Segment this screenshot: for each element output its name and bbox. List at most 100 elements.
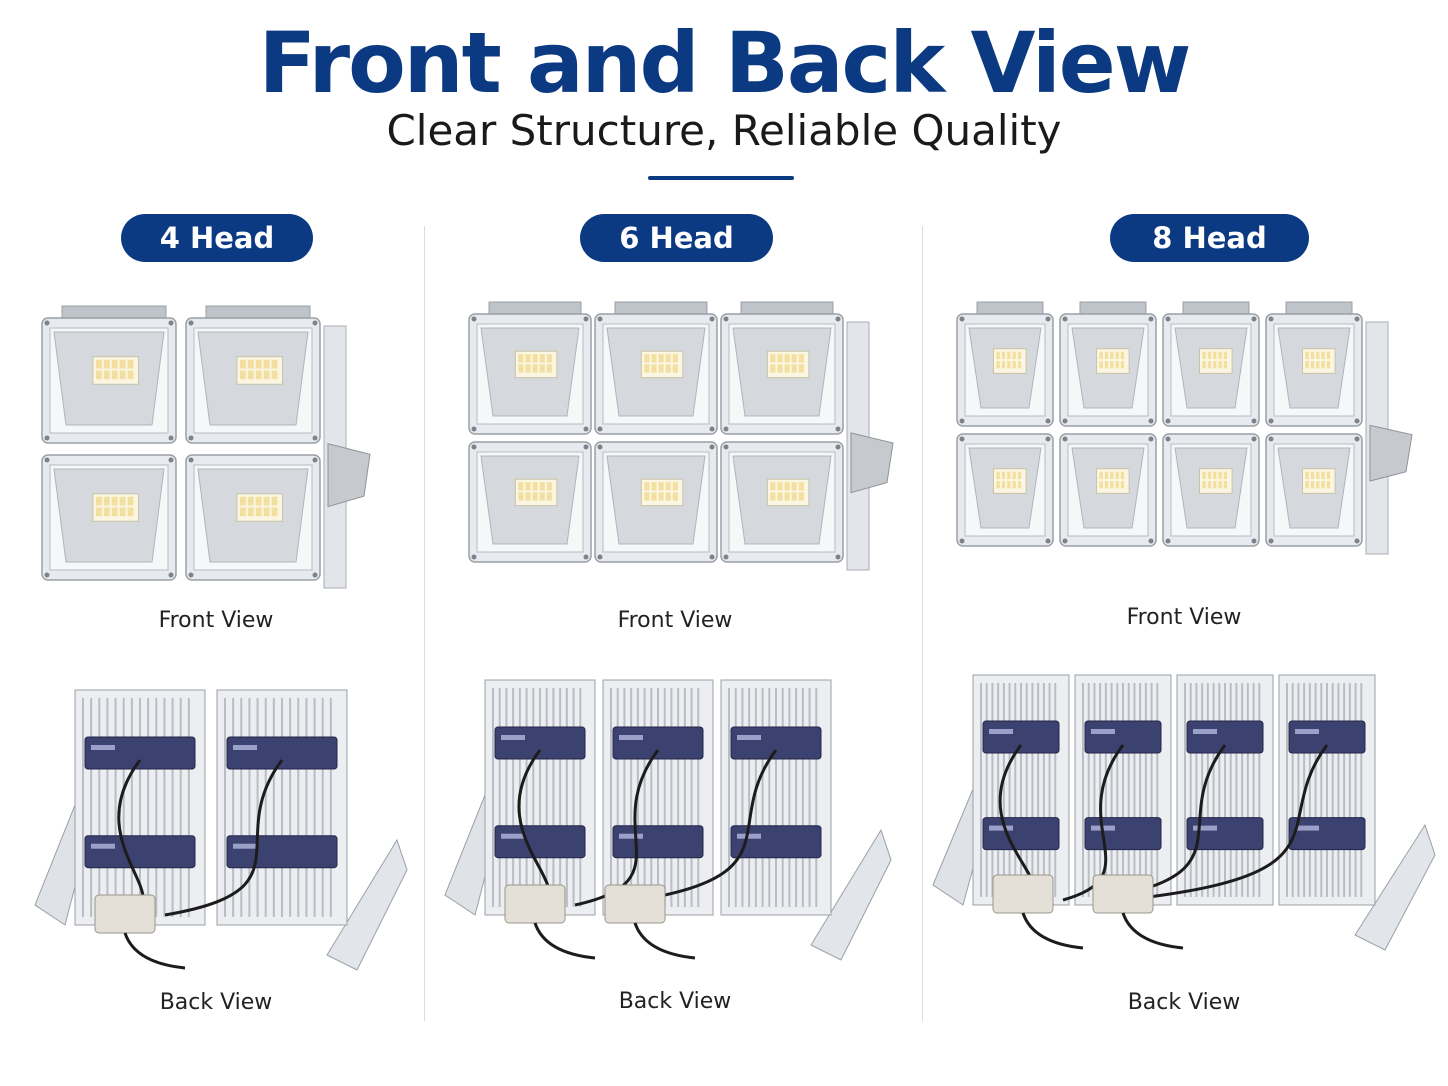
supply-cable (1021, 912, 1084, 950)
led-chip (532, 482, 538, 491)
supply-cable (633, 922, 696, 960)
screw (1148, 418, 1154, 424)
junction-box (1092, 874, 1154, 914)
driver-label (619, 833, 643, 839)
driver-label (1193, 825, 1217, 831)
screw (1148, 538, 1154, 544)
screw (1165, 418, 1171, 424)
led-driver-box (226, 835, 338, 869)
led-chip (784, 354, 790, 363)
head-count-badge: 4 Head (121, 214, 313, 262)
screw (44, 457, 50, 463)
junction-box (504, 884, 566, 924)
led-chip (665, 482, 671, 491)
back-view-caption: Back View (159, 990, 273, 1015)
led-driver-box (84, 835, 196, 869)
led-chip (119, 359, 126, 369)
led-chip (546, 364, 552, 373)
led-chip (1110, 361, 1114, 369)
screw (597, 444, 603, 450)
side-bracket-right (326, 838, 408, 971)
led-chip (1099, 471, 1103, 480)
led-chip (1207, 471, 1212, 480)
led-chip (672, 482, 678, 491)
led-chip (1007, 361, 1011, 369)
led-chip (658, 482, 664, 491)
led-chip (127, 507, 134, 517)
screw (471, 554, 477, 560)
driver-label (501, 833, 525, 839)
led-chip (644, 354, 650, 363)
led-chip (1218, 361, 1222, 369)
front-view-caption: Front View (158, 608, 274, 633)
led-chip (103, 496, 110, 506)
led-chip (111, 496, 118, 506)
junction-box (604, 884, 666, 924)
driver-label (1295, 729, 1319, 734)
flood-light-head (594, 441, 718, 563)
led-chip (1218, 481, 1222, 489)
heatsink-fins (1182, 301, 1250, 315)
led-chip (1213, 481, 1217, 489)
screw (709, 316, 715, 322)
screw (723, 316, 729, 322)
led-chip (777, 492, 783, 501)
led-chip (1001, 481, 1006, 489)
led-driver-box (1288, 817, 1366, 851)
led-chip (255, 496, 262, 506)
led-chip (651, 364, 657, 373)
led-chip (518, 492, 524, 501)
led-driver-box (730, 726, 822, 760)
led-chip (784, 482, 790, 491)
led-chip (546, 482, 552, 491)
led-chip (770, 492, 776, 501)
side-bracket-right (810, 828, 892, 961)
led-chip (658, 492, 664, 501)
page-title: Front and Back View (258, 14, 1192, 112)
heatsink-fins (61, 305, 167, 319)
screw (1251, 436, 1257, 442)
screw (312, 320, 318, 326)
led-chip (1202, 471, 1206, 480)
screw (1251, 418, 1257, 424)
led-chip (127, 359, 134, 369)
led-chip (525, 364, 531, 373)
led-chip (532, 364, 538, 373)
back-view-image (444, 679, 892, 961)
led-driver-box (494, 726, 586, 760)
screw (188, 457, 194, 463)
led-chip (1110, 351, 1114, 360)
led-chip (1007, 481, 1011, 489)
led-chip (247, 496, 254, 506)
title-underline (648, 176, 794, 180)
heatsink-fins (1285, 301, 1353, 315)
led-chip (1207, 351, 1212, 360)
back-view-caption: Back View (618, 989, 732, 1014)
led-chip (95, 359, 102, 369)
led-chip (1202, 361, 1206, 369)
led-chip (1012, 351, 1016, 360)
screw (709, 426, 715, 432)
flood-light-head (468, 441, 592, 563)
screw (959, 418, 965, 424)
led-chip (1110, 471, 1114, 480)
led-chip (1321, 481, 1325, 489)
rear-module (972, 674, 1070, 906)
led-chip (271, 496, 278, 506)
flood-light-head (41, 305, 177, 444)
led-chip (1326, 351, 1331, 360)
led-chip (791, 354, 797, 363)
led-chip (1326, 481, 1331, 489)
led-chip (770, 482, 776, 491)
led-chip (1223, 361, 1228, 369)
led-chip (644, 364, 650, 373)
led-chip (784, 364, 790, 373)
led-chip (1115, 361, 1119, 369)
junction-box (94, 894, 156, 934)
screw (583, 554, 589, 560)
screw (959, 436, 965, 442)
led-chip (1316, 351, 1320, 360)
led-chip (1310, 351, 1315, 360)
driver-label (737, 735, 761, 740)
led-driver-box (84, 736, 196, 770)
